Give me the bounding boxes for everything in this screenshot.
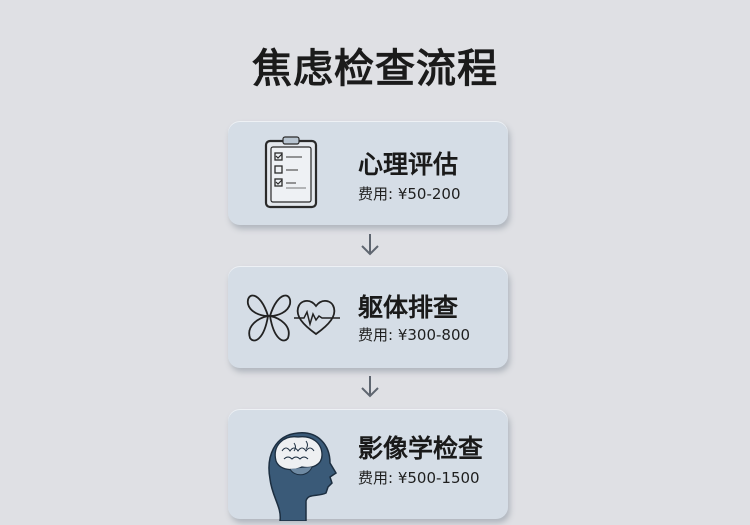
clipboard-checklist-icon [252, 135, 362, 215]
head-brain-icon [258, 421, 368, 522]
lungs-heartbeat-icon [244, 286, 354, 366]
step-card-imaging-exam: 影像学检查 费用: ¥500-1500 [228, 409, 508, 522]
step-card-psych-assessment: 心理评估 费用: ¥50-200 [228, 121, 508, 225]
step-title: 躯体排查 [358, 293, 459, 322]
arrow-down-icon [361, 234, 379, 256]
step-cost: 费用: ¥500-1500 [358, 469, 480, 487]
arrow-down-icon [361, 376, 379, 398]
step-card-physical-screening: 躯体排查 费用: ¥300-800 [228, 266, 508, 368]
step-cost: 费用: ¥300-800 [358, 326, 471, 344]
step-title: 影像学检查 [358, 434, 484, 463]
page-title: 焦虑检查流程 [252, 46, 498, 92]
step-title: 心理评估 [358, 150, 459, 179]
step-cost: 费用: ¥50-200 [358, 185, 461, 203]
